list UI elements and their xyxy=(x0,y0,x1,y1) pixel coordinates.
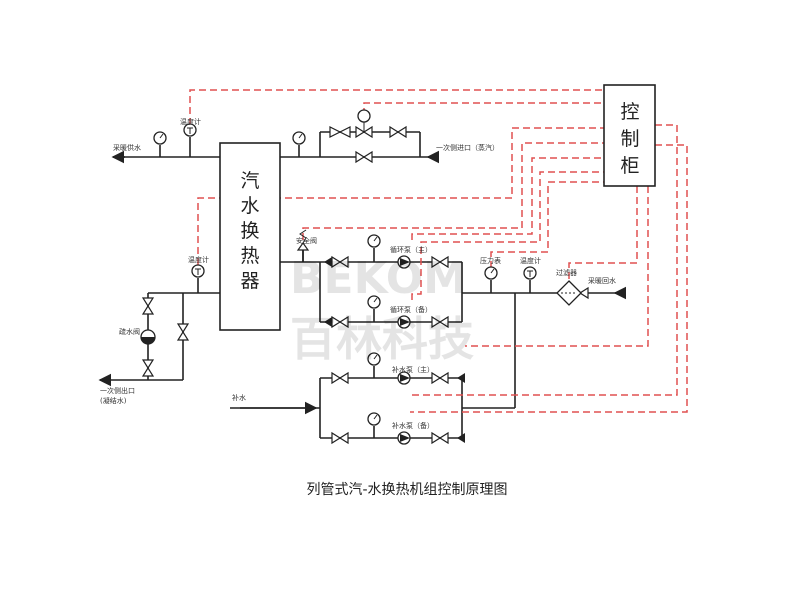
gate-valve-icon xyxy=(331,371,349,385)
check-valve-icon xyxy=(457,433,465,443)
label-circ-pump-main: 循环泵（主） xyxy=(390,245,432,254)
filter-icon xyxy=(556,280,582,306)
cabinet-char: 制 xyxy=(620,128,639,150)
instruments xyxy=(153,109,537,426)
label-safety-valve: 安全阀 xyxy=(296,236,317,245)
control-valve-icon xyxy=(357,109,371,132)
label-trap: 疏水阀 xyxy=(119,327,140,336)
circulation-pump-main-icon xyxy=(397,255,411,269)
exchanger-char: 水 xyxy=(240,195,259,217)
heat-exchanger: 汽 水 换 热 器 xyxy=(219,142,281,331)
safety-valve-icon xyxy=(296,229,310,262)
label-pressure-gauge: 压力表 xyxy=(480,256,501,265)
label-condensate: (凝结水) xyxy=(100,396,127,405)
gate-valve-icon xyxy=(329,126,351,138)
label-primary-outlet: 一次侧出口 xyxy=(100,386,135,395)
pressure-gauge-icon xyxy=(367,295,381,309)
gate-valve-icon xyxy=(331,431,349,445)
label-filter: 过滤器 xyxy=(556,268,577,277)
label-steam-inlet: 一次侧进口（蒸汽） xyxy=(436,143,499,152)
watermark-logo: BEKOM xyxy=(290,253,467,304)
labels: 采暖供水 一次侧进口（蒸汽） 一次侧出口 (凝结水) 采暖回水 补水 温度计 温… xyxy=(100,117,616,430)
pressure-gauge-icon xyxy=(292,131,306,145)
gate-valve-icon xyxy=(431,255,449,269)
diagram-caption: 列管式汽-水换热机组控制原理图 xyxy=(306,481,507,498)
cabinet-char: 柜 xyxy=(620,155,639,177)
check-valves xyxy=(324,257,465,443)
thermometer-icon xyxy=(523,266,537,280)
pressure-gauge-icon xyxy=(153,131,167,145)
pressure-gauge-icon xyxy=(367,412,381,426)
gate-valve-icon xyxy=(355,125,373,139)
steam-trap-icon xyxy=(140,329,156,345)
label-heating-supply: 采暖供水 xyxy=(113,143,141,152)
label-heating-return: 采暖回水 xyxy=(588,276,616,285)
label-makeup-pump-backup: 补水泵（备） xyxy=(392,421,434,430)
pressure-gauge-icon xyxy=(367,234,381,248)
pumps xyxy=(140,255,411,445)
gate-valve-icon xyxy=(389,125,407,139)
check-valve-icon xyxy=(324,317,332,327)
pressure-gauge-icon xyxy=(484,266,498,280)
label-makeup-water: 补水 xyxy=(232,393,246,402)
circulation-pump-backup-icon xyxy=(397,315,411,329)
exchanger-char: 换 xyxy=(240,220,259,242)
makeup-pump-backup-icon xyxy=(397,431,411,445)
gate-valve-icon xyxy=(176,323,190,341)
check-valve-icon xyxy=(324,257,332,267)
exchanger-char: 器 xyxy=(240,270,259,292)
cabinet-char: 控 xyxy=(620,101,639,123)
watermark-chinese: 百林科技 xyxy=(290,312,474,366)
gate-valve-icon xyxy=(431,431,449,445)
label-thermometer: 温度计 xyxy=(520,256,541,265)
gate-valve-icon xyxy=(141,297,155,315)
gate-valve-icon xyxy=(141,359,155,377)
gate-valve-icon xyxy=(355,150,373,164)
gate-valve-icon xyxy=(431,315,449,329)
watermark: BEKOM 百林科技 xyxy=(290,253,474,366)
label-circ-pump-backup: 循环泵（备） xyxy=(390,305,432,314)
exchanger-char: 热 xyxy=(240,245,259,267)
label-makeup-pump-main: 补水泵（主） xyxy=(392,365,434,374)
control-cabinet: 控 制 柜 xyxy=(603,84,656,187)
pressure-gauge-icon xyxy=(367,352,381,366)
label-thermometer: 温度计 xyxy=(188,255,209,264)
gate-valve-icon xyxy=(431,371,449,385)
label-thermometer: 温度计 xyxy=(180,117,201,126)
exchanger-char: 汽 xyxy=(240,170,259,192)
makeup-pump-main-icon xyxy=(397,371,411,385)
check-valve-icon xyxy=(457,373,465,383)
thermometer-icon xyxy=(183,123,197,137)
thermometer-icon xyxy=(191,264,205,278)
